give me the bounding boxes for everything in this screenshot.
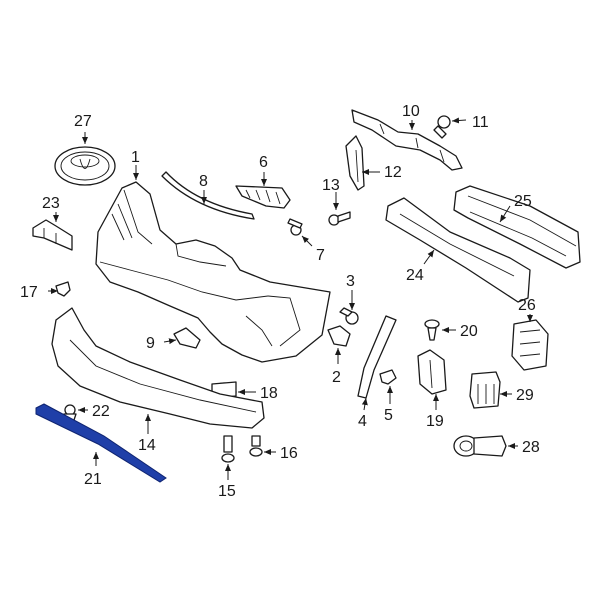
callout-3: 3 [346, 273, 355, 290]
callout-25: 25 [514, 193, 532, 210]
part-3-bolt[interactable] [339, 307, 359, 325]
part-4-spacer[interactable] [357, 315, 397, 399]
part-15-screw[interactable] [221, 435, 235, 463]
callout-15: 15 [218, 483, 236, 500]
part-14-lower-cover[interactable] [51, 307, 265, 429]
part-20-clip[interactable] [424, 319, 440, 341]
part-7-screw[interactable] [287, 218, 303, 236]
part-5-clip[interactable] [379, 369, 397, 385]
callout-6: 6 [259, 154, 268, 171]
callout-13: 13 [322, 177, 340, 194]
callout-2: 2 [332, 369, 341, 386]
callout-14: 14 [138, 437, 156, 454]
callout-19: 19 [426, 413, 444, 430]
callout-8: 8 [199, 173, 208, 190]
callout-16: 16 [280, 445, 298, 462]
part-26-sensor-module[interactable] [511, 319, 549, 371]
part-2-bracket[interactable] [327, 325, 351, 347]
part-8-molding[interactable] [161, 171, 255, 220]
part-6-grille[interactable] [235, 185, 291, 209]
part-28-sensor[interactable] [453, 435, 507, 457]
part-11-bolt[interactable] [433, 115, 451, 139]
callout-12: 12 [384, 164, 402, 181]
callout-23: 23 [42, 195, 60, 212]
part-1-bumper-cover[interactable] [95, 181, 331, 363]
callout-7: 7 [316, 247, 325, 264]
callout-29: 29 [516, 387, 534, 404]
leader-lines [48, 117, 533, 480]
callout-26: 26 [518, 297, 536, 314]
part-12-bracket[interactable] [345, 135, 365, 191]
callout-28: 28 [522, 439, 540, 456]
callout-11: 11 [472, 114, 489, 131]
part-23-bracket[interactable] [32, 219, 73, 251]
part-16-screw[interactable] [249, 435, 263, 457]
callout-5: 5 [384, 407, 393, 424]
callout-20: 20 [460, 323, 478, 340]
callout-17: 17 [20, 284, 38, 301]
part-24-absorber[interactable] [385, 197, 531, 303]
callout-27: 27 [74, 113, 92, 130]
callout-10: 10 [402, 103, 420, 120]
part-21-lower-strip[interactable] [35, 403, 167, 483]
part-29-sensor[interactable] [469, 371, 501, 409]
callout-18: 18 [260, 385, 278, 402]
callout-21: 21 [84, 471, 102, 488]
part-9-clip[interactable] [173, 327, 201, 349]
part-10-retainer[interactable] [351, 109, 463, 171]
part-13-screw[interactable] [328, 211, 351, 226]
part-17-clip[interactable] [55, 281, 71, 297]
part-25-reinforcement[interactable] [453, 185, 581, 269]
callout-labels: 27 23 17 1 8 6 7 13 10 11 12 25 24 3 2 4… [20, 103, 540, 500]
callout-9: 9 [146, 335, 155, 352]
callout-22: 22 [92, 403, 110, 420]
callout-24: 24 [406, 267, 424, 284]
part-19-bracket[interactable] [417, 349, 447, 395]
callout-4: 4 [358, 413, 367, 430]
callout-1: 1 [131, 149, 140, 166]
part-27-emblem[interactable] [54, 146, 116, 186]
